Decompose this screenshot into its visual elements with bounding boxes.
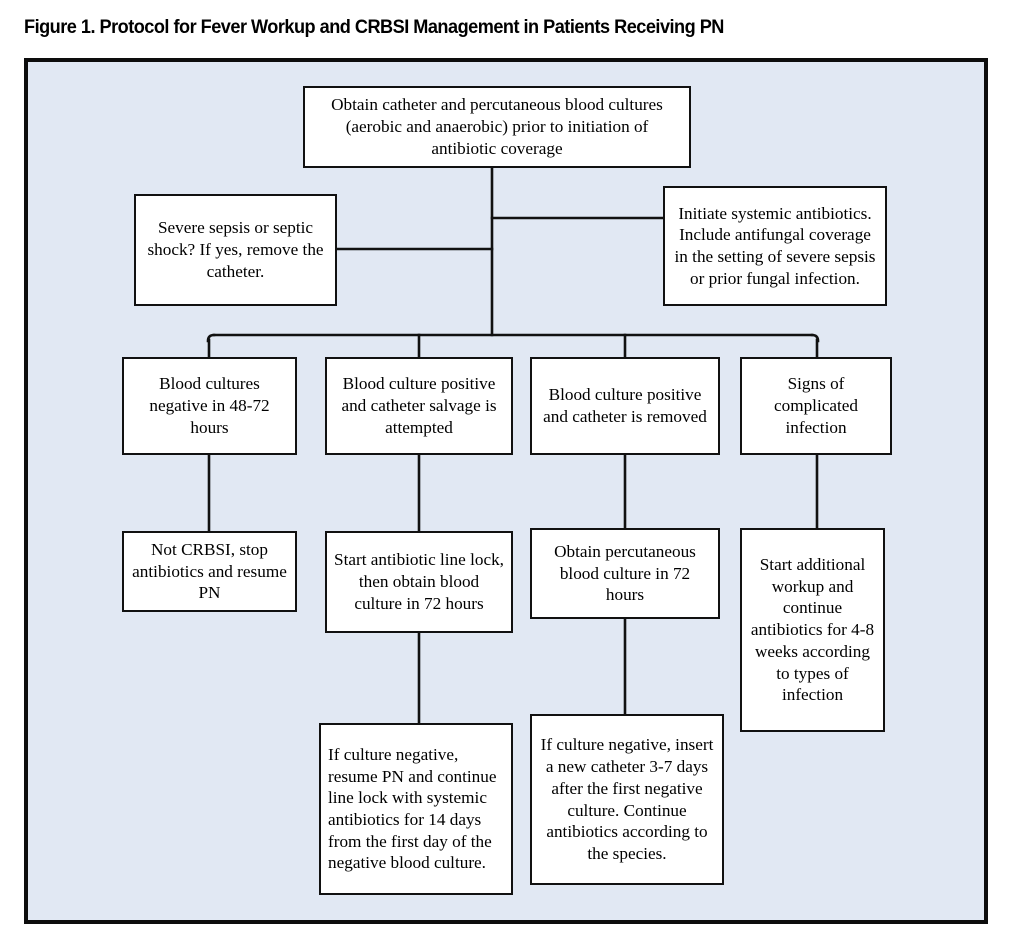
node-obtain-cultures[interactable]: Obtain catheter and percutaneous blood c… [303,86,691,168]
node-culture-negative-resume-pn[interactable]: If culture negative, resume PN and conti… [319,723,513,895]
node-not-crbsi[interactable]: Not CRBSI, stop antibiotics and resume P… [122,531,297,612]
node-label: Blood cultures negative in 48-72 hours [149,374,270,437]
node-label: Start additional workup and continue ant… [750,555,875,705]
node-initiate-antibiotics[interactable]: Initiate systemic antibiotics. Include a… [663,186,887,306]
node-start-line-lock[interactable]: Start antibiotic line lock, then obtain … [325,531,513,633]
node-label: Signs of complicated infection [774,374,858,437]
node-label: Severe sepsis or septic shock? If yes, r… [147,218,324,281]
node-start-additional-workup[interactable]: Start additional workup and continue ant… [740,528,885,732]
node-label: If culture negative, insert a new cathet… [540,735,714,863]
node-label: Initiate systemic antibiotics. Include a… [674,203,876,288]
node-culture-positive-removed[interactable]: Blood culture positive and catheter is r… [530,357,720,455]
node-obtain-percutaneous-culture[interactable]: Obtain percutaneous blood culture in 72 … [530,528,720,619]
node-label: Blood culture positive and catheter salv… [341,374,497,437]
node-label: If culture negative, resume PN and conti… [328,744,497,873]
node-label: Obtain catheter and percutaneous blood c… [331,95,663,158]
node-cultures-negative[interactable]: Blood cultures negative in 48-72 hours [122,357,297,455]
node-label: Not CRBSI, stop antibiotics and resume P… [132,539,287,603]
node-severe-sepsis[interactable]: Severe sepsis or septic shock? If yes, r… [134,194,337,306]
node-label: Start antibiotic line lock, then obtain … [334,550,504,613]
figure-title: Figure 1. Protocol for Fever Workup and … [24,16,724,38]
node-culture-negative-new-catheter[interactable]: If culture negative, insert a new cathet… [530,714,724,885]
node-label: Blood culture positive and catheter is r… [543,385,707,426]
node-complicated-infection[interactable]: Signs of complicated infection [740,357,892,455]
node-label: Obtain percutaneous blood culture in 72 … [554,541,696,605]
node-culture-positive-salvage[interactable]: Blood culture positive and catheter salv… [325,357,513,455]
